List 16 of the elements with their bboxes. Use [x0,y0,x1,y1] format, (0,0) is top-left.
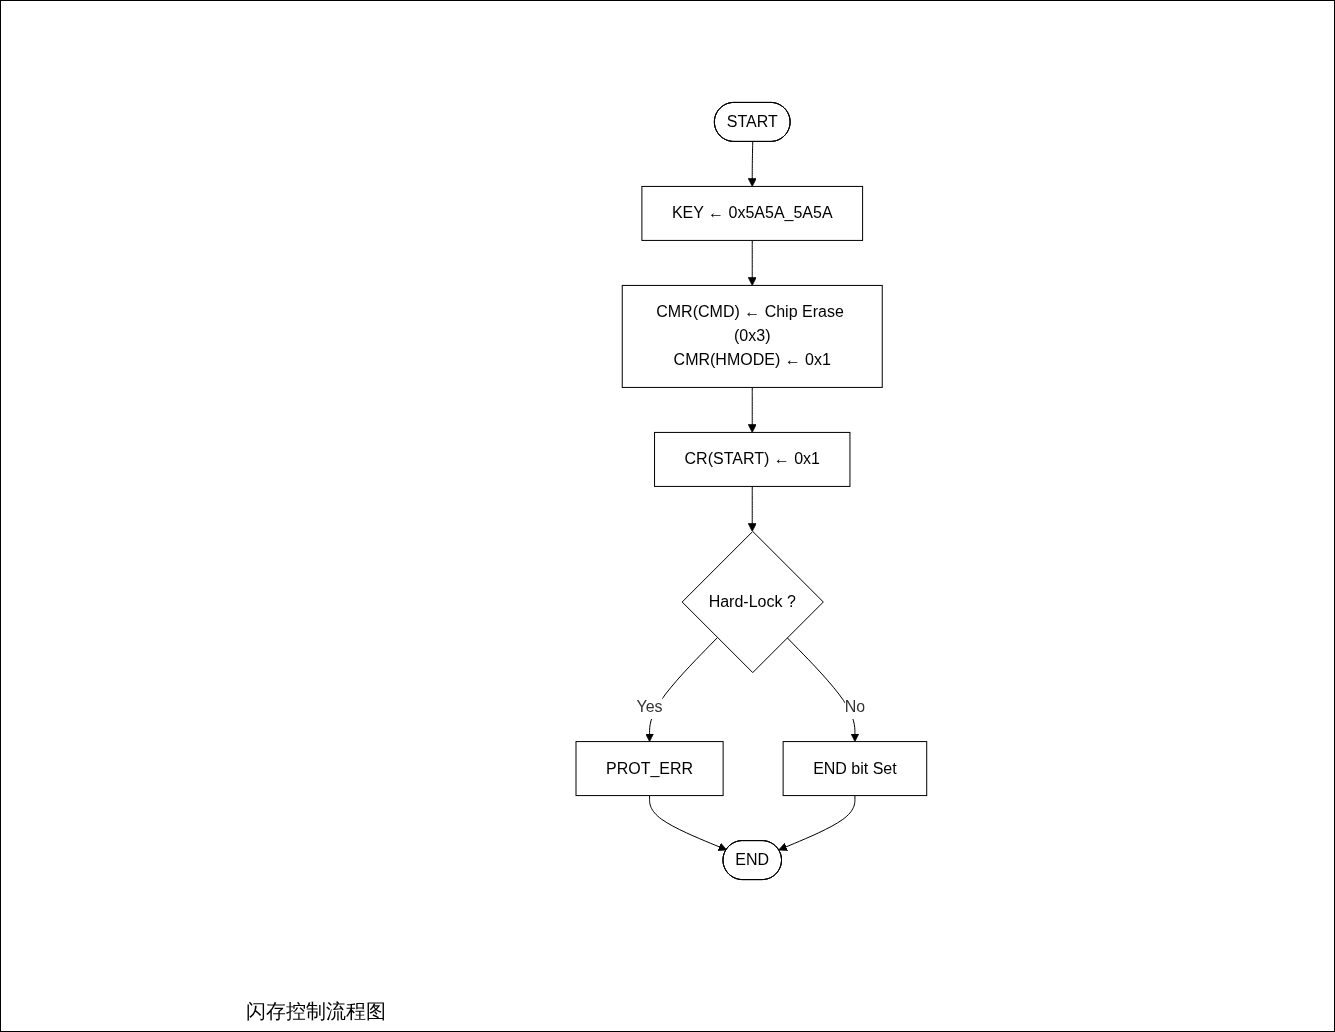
node-box: CMR(CMD) ← Chip Erase (0x3) CMR(HMODE) ← 0x1 [621,284,883,388]
edge-label: No [844,698,865,716]
node-diamond: Hard-Lock ? [681,530,824,674]
arrow [786,637,859,742]
arrow [747,485,757,532]
arrow [747,141,757,187]
edge-label: Yes [636,698,663,716]
arrow [648,795,727,851]
arrow [778,795,856,851]
node-box: PROT_ERR [575,741,724,797]
arrow [747,239,757,286]
caption: 闪存控制流程图 [246,999,386,1024]
arrow [747,386,757,433]
node-box: KEY ← 0x5A5A_5A5A [641,185,863,241]
node-box: CR(START) ← 0x1 [653,431,851,487]
node-box: END bit Set [782,741,927,797]
